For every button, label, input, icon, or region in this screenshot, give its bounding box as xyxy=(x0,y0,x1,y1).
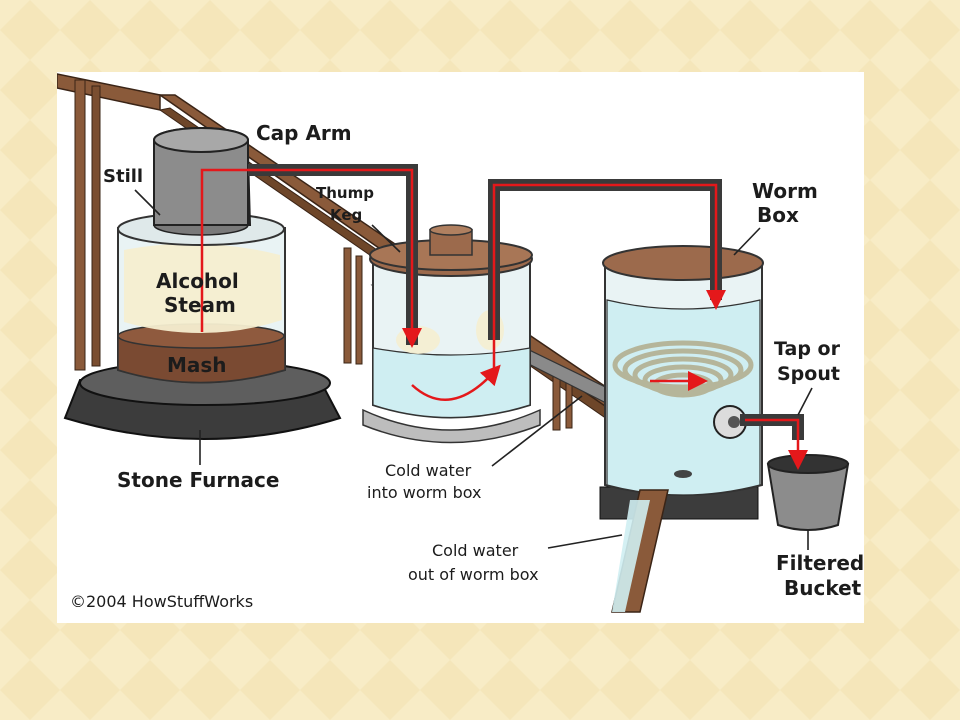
illustration-panel: Cap Arm Still Thump Keg Worm Box Alcohol… xyxy=(57,72,864,623)
flow-arrows xyxy=(200,168,808,470)
thump-keg-label-2: Keg xyxy=(330,206,362,224)
filtered-bucket-label-1: Filtered xyxy=(776,551,864,575)
cold-water-in-leader xyxy=(491,395,583,467)
cold-water-in-label-2: into worm box xyxy=(367,483,482,502)
thump-keg-label-1: Thump xyxy=(316,184,374,202)
tap-leader xyxy=(797,387,813,416)
still-label: Still xyxy=(103,166,143,187)
thump-keg-leader xyxy=(371,224,401,253)
worm-box-label-1: Worm xyxy=(752,179,818,203)
mash-label: Mash xyxy=(167,353,227,377)
tap-or-spout-label-2: Spout xyxy=(777,363,840,385)
cold-water-out-label-1: Cold water xyxy=(432,541,519,560)
tap-or-spout-label-1: Tap or xyxy=(774,338,841,360)
filtered-bucket xyxy=(766,454,850,531)
stone-furnace-label: Stone Furnace xyxy=(117,468,279,492)
cap-arm-label: Cap Arm xyxy=(256,121,352,145)
worm-box-leader xyxy=(733,227,761,256)
cold-water-out-label-2: out of worm box xyxy=(408,565,539,584)
copyright-text: ©2004 HowStuffWorks xyxy=(70,592,253,611)
thump-keg xyxy=(362,224,541,444)
worm-box-label-2: Box xyxy=(757,203,799,227)
cold-water-out-leader xyxy=(547,534,623,549)
cold-water-in-label-1: Cold water xyxy=(385,461,472,480)
worm-box xyxy=(599,245,764,520)
drain-trough xyxy=(611,489,669,613)
alcohol-steam-label-2: Steam xyxy=(164,293,236,317)
still-leader xyxy=(134,189,161,216)
filtered-bucket-label-2: Bucket xyxy=(784,576,862,600)
moonshine-still-diagram: Cap Arm Still Thump Keg Worm Box Alcohol… xyxy=(57,73,864,613)
alcohol-steam-label-1: Alcohol xyxy=(156,269,239,293)
